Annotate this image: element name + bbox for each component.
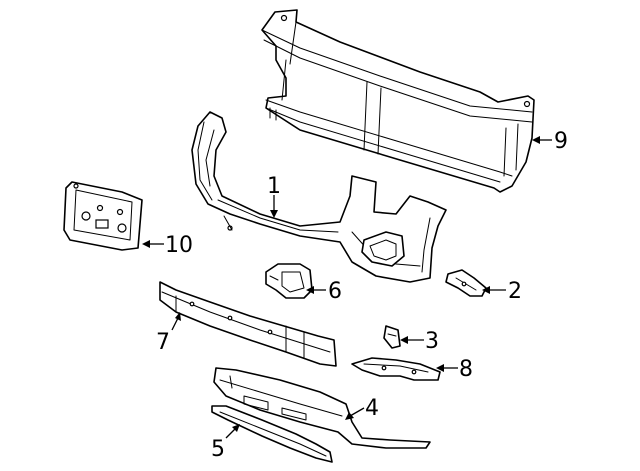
part-7-impact-bar	[159, 281, 337, 367]
callout-2: 2	[508, 279, 522, 304]
leader-lines	[142, 136, 552, 439]
callout-5: 5	[211, 437, 225, 462]
callout-7: 7	[156, 330, 170, 355]
part-6-fog-lamp-bezel	[265, 263, 313, 299]
part-3-small-bracket	[383, 325, 401, 349]
callouts: 1 2 3 4 5 6 7 8 9 10	[156, 129, 568, 462]
callout-9: 9	[554, 129, 568, 154]
callout-1: 1	[267, 174, 281, 199]
callout-6: 6	[328, 279, 342, 304]
callout-4: 4	[365, 396, 379, 421]
callout-8: 8	[459, 357, 473, 382]
part-8-support-bracket	[351, 357, 441, 381]
part-1-bumper-fascia	[191, 111, 447, 283]
part-4-lower-valance	[213, 367, 431, 449]
part-9-radiator-support	[261, 9, 535, 193]
part-5-lower-deflector	[211, 405, 333, 463]
callout-10: 10	[165, 233, 193, 258]
part-10-license-bracket	[63, 181, 143, 251]
callout-3: 3	[425, 329, 439, 354]
part-2-bracket	[445, 269, 487, 297]
